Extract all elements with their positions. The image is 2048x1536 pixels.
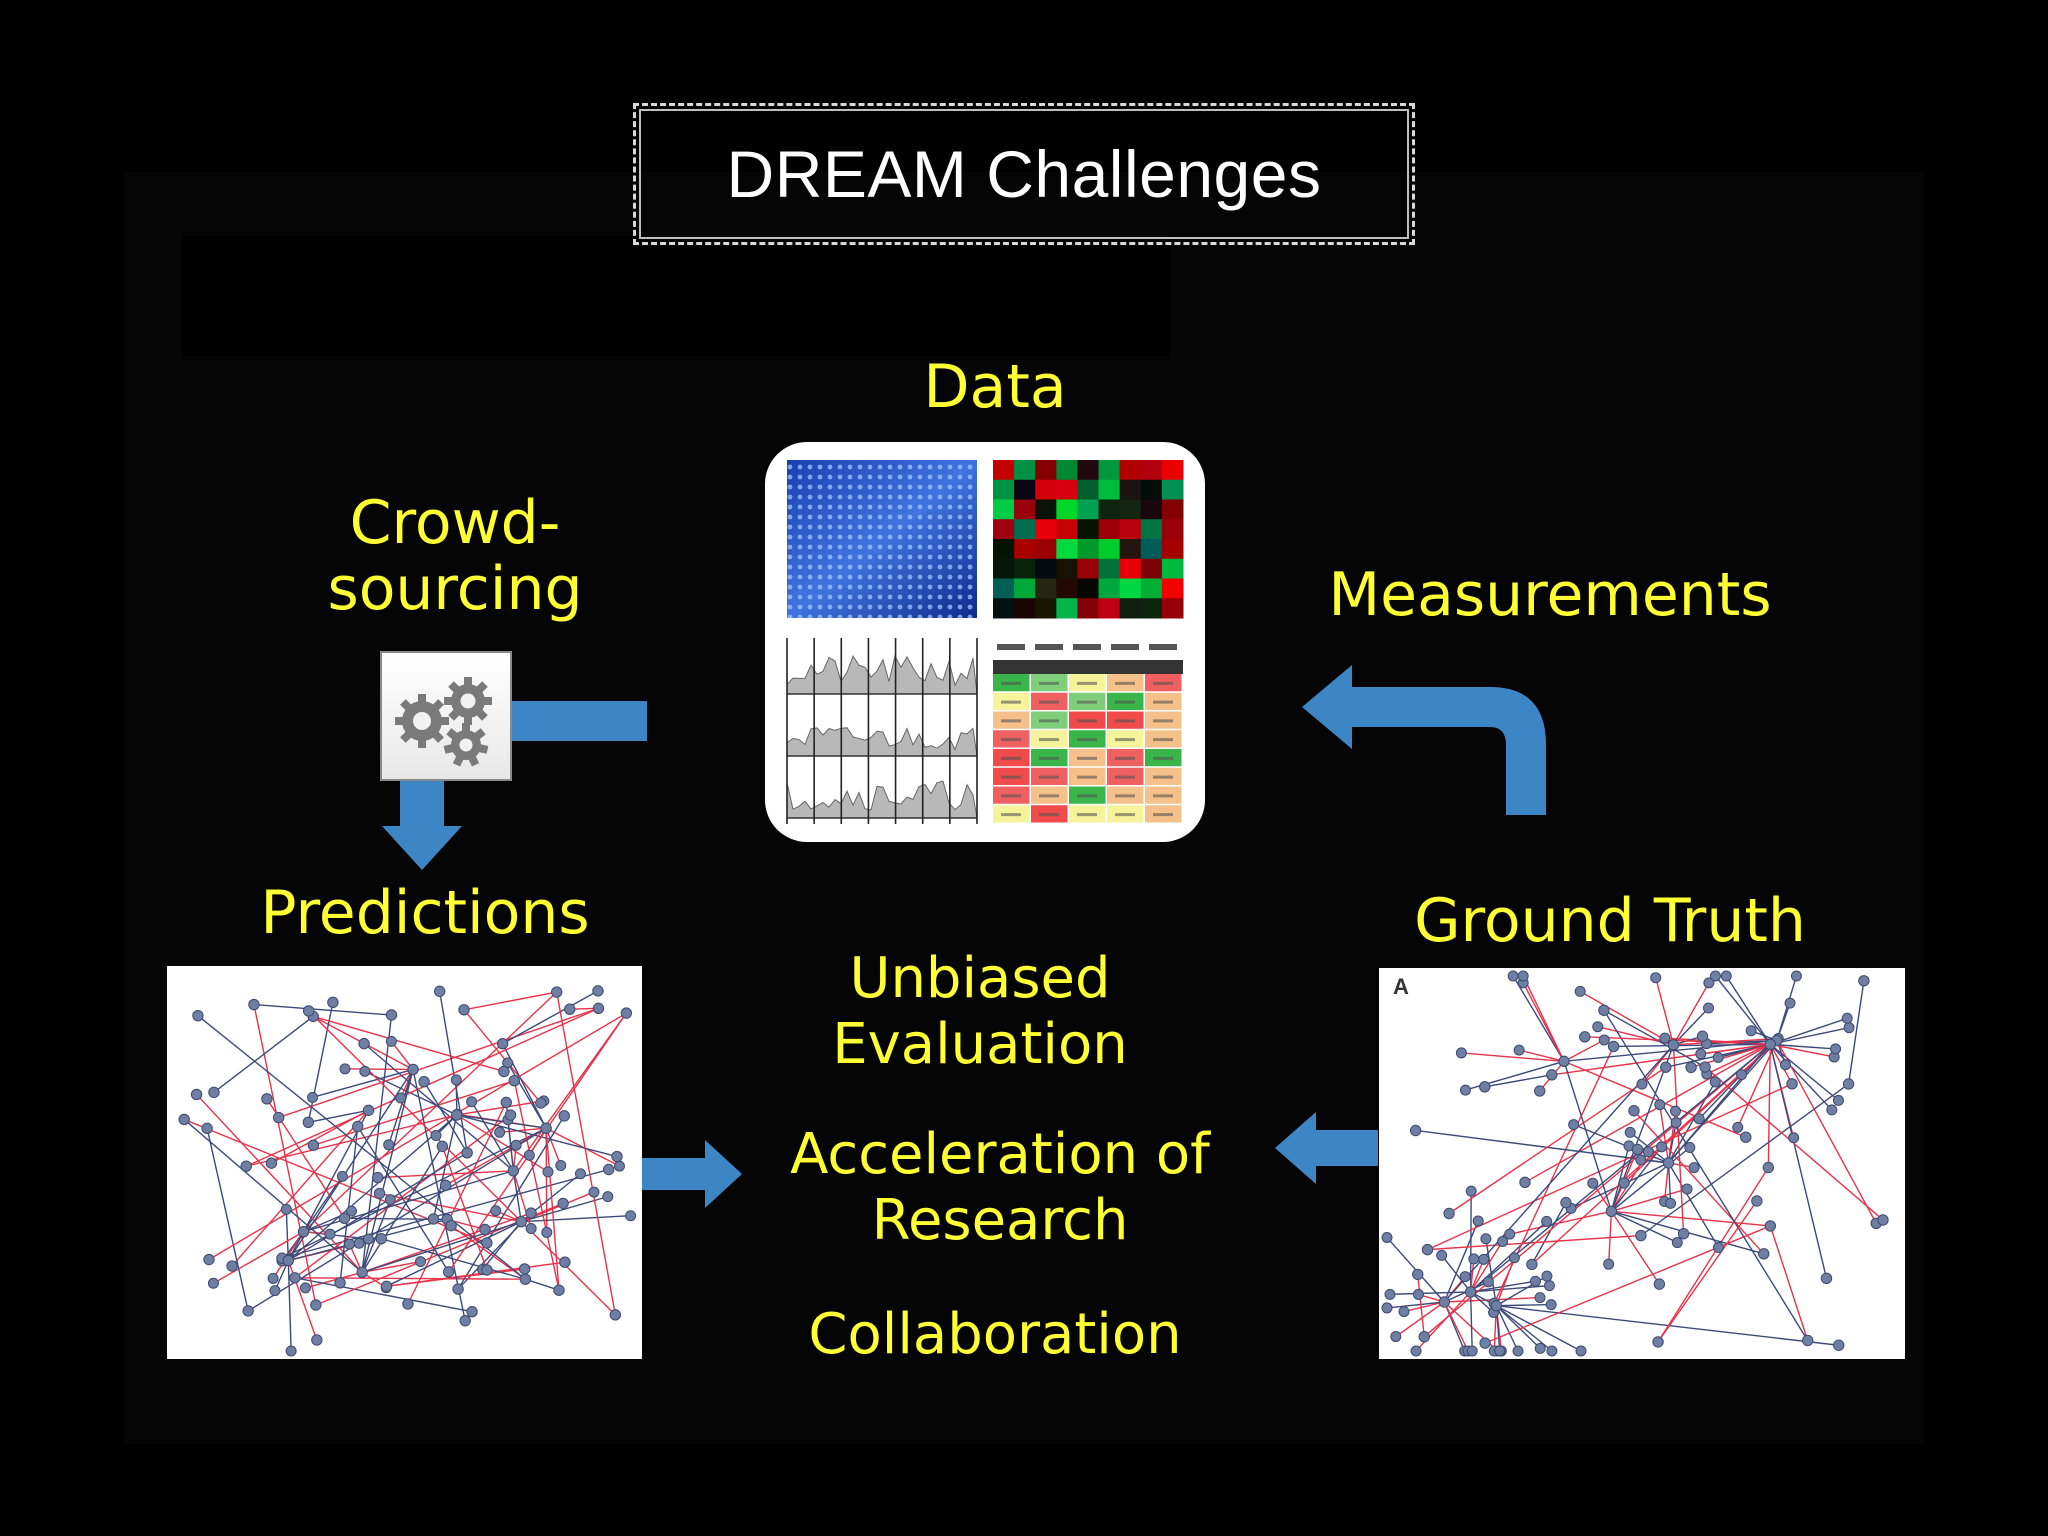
acceleration-line2: Research bbox=[871, 1188, 1129, 1253]
gears-icon bbox=[395, 677, 492, 767]
heatmap-image bbox=[993, 460, 1184, 619]
acceleration-of-research-label: Acceleration of Research bbox=[760, 1122, 1240, 1254]
crowdsourcing-label-line1: Crowd- bbox=[349, 488, 561, 558]
unbiased-line1: Unbiased bbox=[849, 946, 1111, 1011]
arrow-gears-down bbox=[382, 781, 462, 870]
arrow-gears-to-data bbox=[512, 701, 647, 741]
gears-box bbox=[380, 651, 512, 781]
ground-truth-label: Ground Truth bbox=[1414, 886, 1806, 956]
predictions-network bbox=[178, 985, 637, 1357]
predictions-network-card bbox=[167, 966, 642, 1359]
arrow-groundtruth-left bbox=[1275, 1112, 1378, 1184]
collaboration-label: Collaboration bbox=[808, 1302, 1182, 1367]
colored-table-image bbox=[993, 638, 1183, 823]
acceleration-line1: Acceleration of bbox=[790, 1122, 1210, 1187]
slide-panel-band bbox=[182, 236, 1170, 356]
data-collage bbox=[786, 460, 1184, 824]
measurements-label: Measurements bbox=[1328, 560, 1772, 630]
panel-letter: A bbox=[1393, 974, 1409, 999]
line-plots-image bbox=[786, 638, 978, 824]
title-box: DREAM Challenges bbox=[633, 103, 1415, 245]
arrow-measurements-curved bbox=[1302, 665, 1546, 815]
data-card bbox=[765, 442, 1205, 842]
arrow-predictions-right bbox=[640, 1140, 742, 1208]
unbiased-evaluation-label: Unbiased Evaluation bbox=[760, 946, 1200, 1078]
crowdsourcing-label: Crowd- sourcing bbox=[305, 490, 605, 622]
ground-truth-network bbox=[1381, 970, 1889, 1357]
page-title: DREAM Challenges bbox=[726, 137, 1322, 211]
crowdsourcing-label-line2: sourcing bbox=[327, 554, 583, 624]
predictions-label: Predictions bbox=[260, 878, 590, 948]
microarray-image bbox=[787, 460, 977, 618]
ground-truth-network-card: A bbox=[1379, 968, 1905, 1359]
data-label: Data bbox=[923, 352, 1067, 422]
unbiased-line2: Evaluation bbox=[832, 1012, 1128, 1077]
